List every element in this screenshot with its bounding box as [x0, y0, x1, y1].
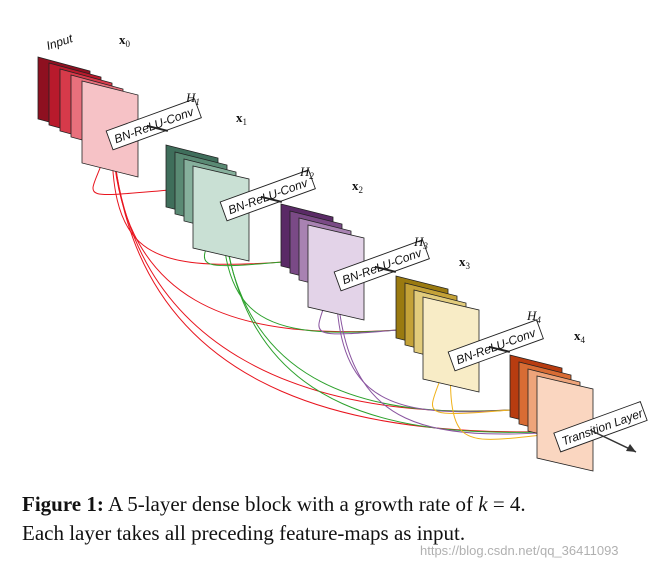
- layer-label-h4: H4: [526, 308, 541, 325]
- layer-subscript: 2: [309, 171, 314, 181]
- feature-map-label-x0: x0: [119, 32, 131, 49]
- op-box-frame: [333, 239, 430, 292]
- layer-subscript: 3: [422, 241, 428, 251]
- op-connector: [260, 195, 283, 203]
- feature-map-subscript: 3: [466, 261, 471, 271]
- input-label: Input: [45, 31, 75, 53]
- feature-map-label-x1: x1: [236, 110, 247, 127]
- feature-map-label-x4: x4: [574, 328, 586, 345]
- transition-arrowhead: [626, 444, 636, 452]
- feature-map-sheet: [536, 375, 594, 472]
- feature-map-stack-x2: [280, 203, 365, 321]
- op-connector: [146, 124, 169, 132]
- feature-map-sheet: [422, 296, 480, 393]
- figure-caption: Figure 1: A 5-layer dense block with a g…: [22, 490, 652, 548]
- caption-line-2: Each layer takes all preceding feature-m…: [22, 521, 466, 545]
- feature-map-subscript: 2: [359, 185, 364, 195]
- feature-map-stack-x4: [509, 354, 594, 472]
- feature-map-subscript: 4: [581, 335, 586, 345]
- layer-subscript: 1: [195, 97, 200, 107]
- feature-map-subscript: 0: [126, 39, 131, 49]
- feature-map-subscript: 1: [243, 117, 248, 127]
- caption-text-2: = 4.: [487, 492, 526, 516]
- op-connector: [374, 265, 397, 273]
- layer-label-h2: H2: [299, 164, 314, 181]
- layer-subscript: 4: [536, 315, 541, 325]
- caption-label: Figure 1:: [22, 492, 104, 516]
- layer-label-h3: H3: [413, 234, 428, 251]
- feature-map-label-x2: x2: [352, 178, 363, 195]
- op-box-frame: [447, 319, 544, 372]
- feature-map-stack-x1: [165, 144, 250, 262]
- connection-x1-to-t4: [221, 185, 596, 433]
- layer-label-h1: H1: [185, 90, 200, 107]
- caption-k-symbol: k: [478, 492, 488, 516]
- feature-map-sheet: [192, 165, 250, 262]
- feature-map-stack-x3: [395, 275, 480, 393]
- connection-x0-to-t2: [111, 119, 399, 333]
- op-box-frame: [219, 169, 316, 222]
- feature-map-sheet: [81, 80, 139, 178]
- connection-x2-to-t4: [335, 255, 596, 435]
- dense-block-diagram: BN-ReLU-ConvBN-ReLU-ConvBN-ReLU-ConvBN-R…: [37, 31, 648, 472]
- caption-text-1: A 5-layer dense block with a growth rate…: [107, 492, 479, 516]
- feature-map-label-x3: x3: [459, 254, 471, 271]
- op-connector: [488, 345, 511, 353]
- op-box-frame: [105, 98, 202, 151]
- feature-map-stack-x0: [37, 56, 139, 178]
- connection-x0-to-t4: [111, 119, 596, 433]
- feature-map-stacks: [37, 56, 594, 472]
- watermark: https://blog.csdn.net/qq_36411093: [420, 543, 619, 558]
